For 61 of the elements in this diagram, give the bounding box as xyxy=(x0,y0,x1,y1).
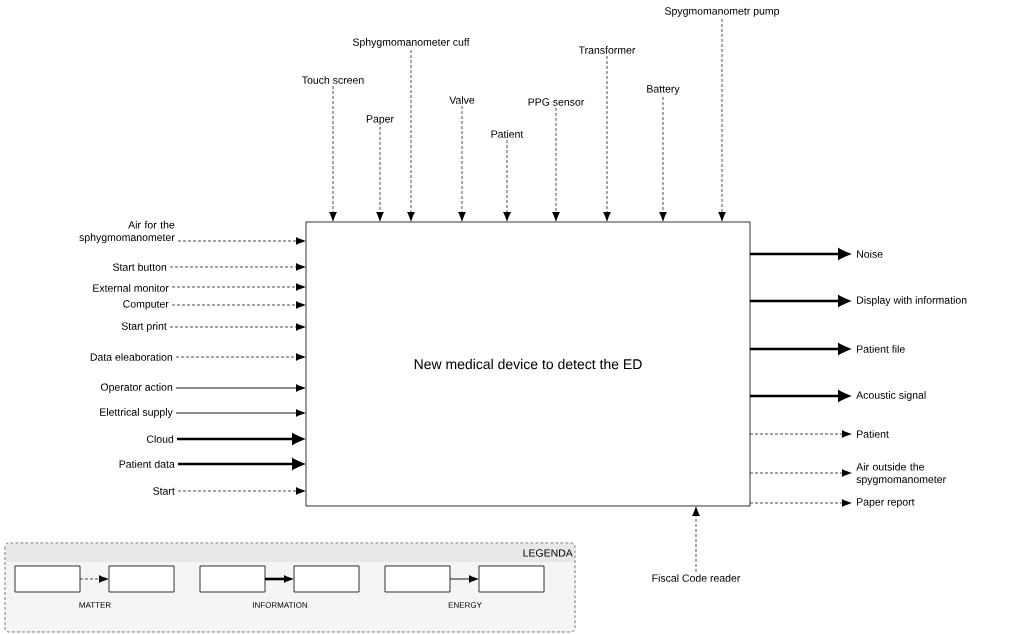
arrow xyxy=(750,389,852,403)
input-label: Patient xyxy=(491,130,524,138)
arrow xyxy=(177,432,306,446)
input-label: PPG sensor xyxy=(528,98,585,106)
arrow xyxy=(750,342,852,356)
arrow xyxy=(169,263,306,271)
output-label: Noise xyxy=(857,250,883,258)
arrow xyxy=(750,247,852,261)
input-label: Operator action xyxy=(100,383,173,393)
output-label: Display with information xyxy=(857,296,967,306)
arrow xyxy=(503,139,511,222)
arrow xyxy=(749,469,852,477)
arrow xyxy=(169,323,306,331)
arrow xyxy=(177,237,306,245)
input-label: Patient data xyxy=(119,460,175,468)
arrow xyxy=(659,96,667,222)
arrow xyxy=(458,105,466,222)
legend-label: MATTER xyxy=(79,602,111,608)
input-label: Start print xyxy=(121,322,167,332)
input-label: Touch screen xyxy=(302,76,364,84)
input-label: Start xyxy=(153,487,175,495)
input-label: Fiscal Code reader xyxy=(652,574,741,582)
arrow xyxy=(171,283,306,291)
output-label: Acoustic signal xyxy=(856,391,926,401)
arrow xyxy=(749,430,852,438)
arrow xyxy=(329,85,337,222)
input-label: Computer xyxy=(123,300,169,310)
arrow xyxy=(376,126,384,222)
arrow xyxy=(692,506,700,573)
input-label: Paper xyxy=(366,115,394,125)
arrow xyxy=(552,107,560,222)
input-label: External monitor xyxy=(93,284,169,292)
input-label: Cloud xyxy=(146,435,174,443)
legend-label: ENERGY xyxy=(448,602,482,608)
output-label: Patient xyxy=(857,430,889,438)
legend-heading: LEGENDA xyxy=(523,549,573,557)
arrow xyxy=(718,18,726,222)
arrow xyxy=(178,457,306,471)
arrow xyxy=(750,294,852,308)
input-label: Spygmomanometr pump xyxy=(665,7,779,17)
input-label: Elettrical supply xyxy=(100,408,173,418)
arrow xyxy=(175,353,306,361)
arrow xyxy=(177,487,306,495)
input-label: Sphygmomanometer cuff xyxy=(352,38,470,48)
arrow xyxy=(175,384,306,392)
process-box: New medical device to detect the ED xyxy=(305,221,751,507)
arrow xyxy=(407,49,415,222)
arrow xyxy=(603,55,611,222)
output-label: Air outside the spygmomanometer xyxy=(856,462,946,486)
input-label: Battery xyxy=(647,85,680,95)
output-label: Paper report xyxy=(857,498,915,508)
legend-label: INFORMATION xyxy=(253,602,308,608)
input-label: Start button xyxy=(113,263,167,271)
arrow xyxy=(171,301,306,309)
input-label: Data eleaboration xyxy=(90,353,173,361)
input-label: Air for the sphygmomanometer xyxy=(79,220,175,244)
arrow xyxy=(175,409,306,417)
output-label: Patient file xyxy=(857,345,905,353)
input-label: Valve xyxy=(449,96,475,104)
arrow xyxy=(749,499,852,507)
input-label: Transformer xyxy=(578,46,636,54)
